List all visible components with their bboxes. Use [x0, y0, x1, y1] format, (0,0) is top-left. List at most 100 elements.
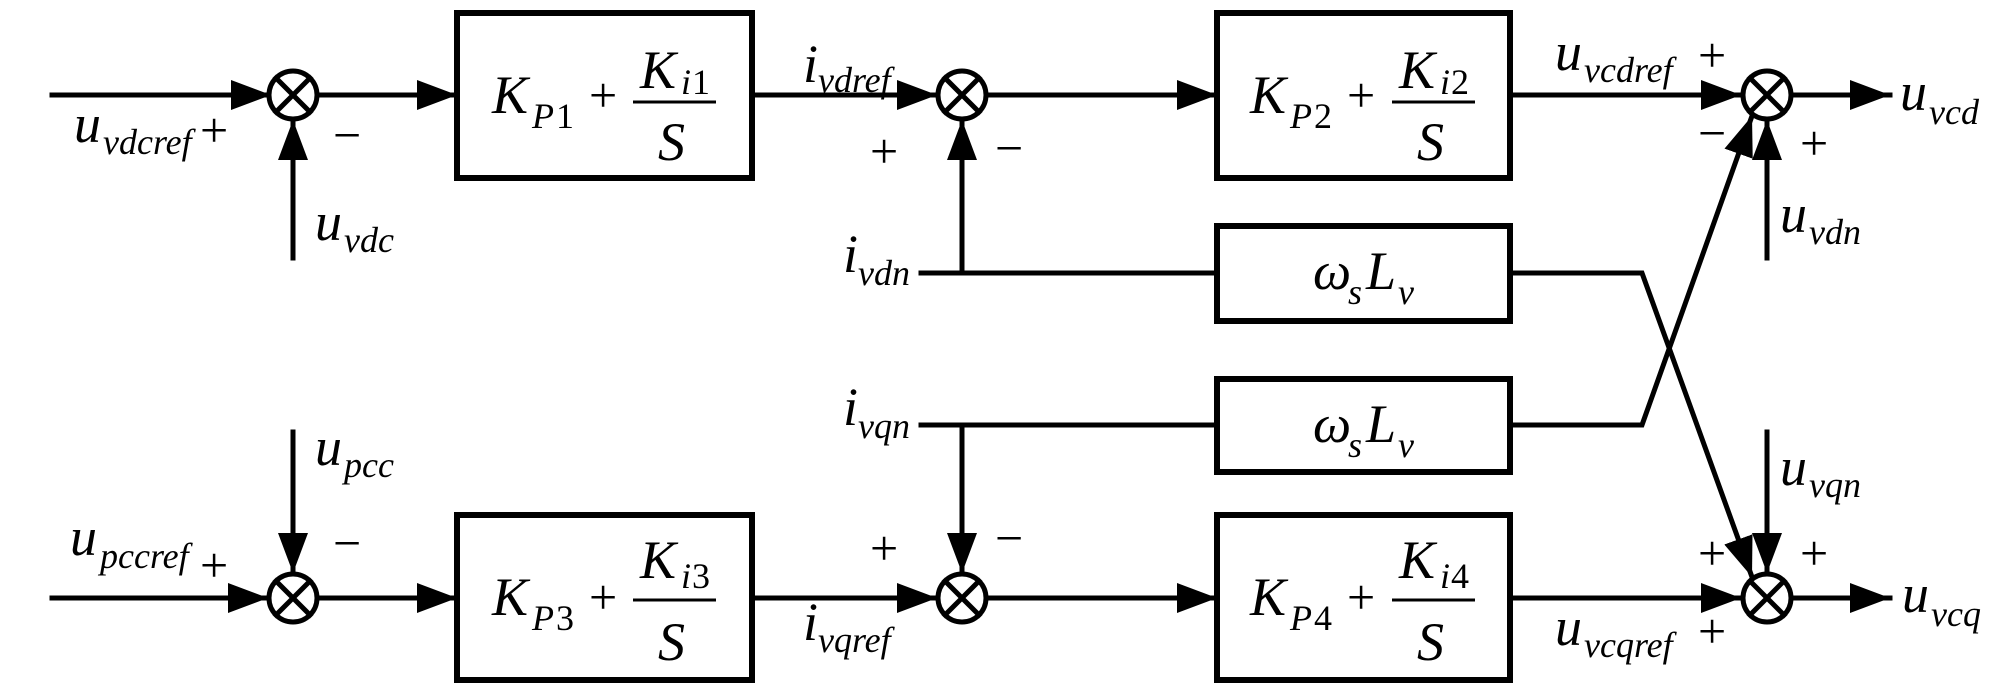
svg-text:u: u — [315, 417, 342, 477]
svg-text:i: i — [803, 34, 818, 94]
omega-symbol: ω — [1313, 394, 1351, 454]
sign-plus-sum6-bottom: + — [1698, 603, 1726, 659]
svg-text:u: u — [70, 507, 97, 567]
label-i-vdref: i vdref — [803, 34, 896, 100]
plus-sign: + — [1347, 569, 1375, 625]
kp-symbol: K — [1249, 567, 1289, 627]
sign-plus-sum6-top-right: + — [1800, 525, 1828, 581]
kp-subscript-number: 2 — [1314, 96, 1332, 136]
label-u-vqn: u vqn — [1780, 437, 1861, 505]
svg-text:vqn: vqn — [1809, 465, 1861, 505]
sign-plus-sum3-bottom-right: + — [1800, 115, 1828, 171]
svg-text:i: i — [803, 592, 818, 652]
ki-symbol: K — [1398, 40, 1438, 100]
label-i-vqn: i vqn — [843, 377, 910, 446]
laplace-s: S — [1417, 612, 1444, 672]
svg-text:u: u — [1555, 597, 1582, 657]
svg-text:vdc: vdc — [344, 220, 394, 260]
ki-symbol: K — [1398, 530, 1438, 590]
summing-junction-1 — [266, 68, 320, 122]
inductance-symbol: L — [1365, 394, 1396, 454]
kp-subscript-letter: P — [531, 96, 554, 136]
sign-plus-sum1-left: + — [200, 102, 228, 158]
inductance-symbol: L — [1365, 241, 1396, 301]
sign-minus-sum4-top: − — [333, 515, 361, 571]
label-u-vcqref: u vcqref — [1555, 597, 1678, 665]
label-u-vcq: u vcq — [1902, 564, 1981, 634]
kp-subscript-number: 4 — [1314, 598, 1332, 638]
svg-text:vqn: vqn — [858, 406, 910, 446]
svg-text:vcq: vcq — [1931, 594, 1981, 634]
coupling-block-q: ω s L v — [1214, 376, 1513, 475]
kp-subscript-letter: P — [1289, 96, 1312, 136]
label-u-pccref: u pccref — [70, 507, 194, 576]
svg-text:vcd: vcd — [1929, 92, 1980, 132]
sign-minus-sum1-bottom: − — [333, 107, 361, 163]
sign-plus-sum3-top: + — [1698, 27, 1726, 83]
ki-subscript-number: 1 — [692, 62, 710, 102]
svg-text:u: u — [315, 192, 342, 252]
kp-subscript-number: 1 — [556, 96, 574, 136]
label-u-vdcref: u vdcref — [74, 94, 197, 162]
svg-text:u: u — [1780, 437, 1807, 497]
label-u-vdn: u vdn — [1780, 184, 1861, 252]
svg-text:pcc: pcc — [341, 445, 394, 485]
sign-plus-sum5-left: + — [870, 520, 898, 576]
inductance-subscript: v — [1398, 272, 1414, 312]
svg-text:u: u — [1902, 564, 1929, 624]
label-u-pcc: u pcc — [315, 417, 394, 485]
sign-minus-sum3-bottom-left: − — [1698, 105, 1726, 161]
laplace-s: S — [658, 612, 685, 672]
ki-subscript-number: 4 — [1451, 556, 1469, 596]
plus-sign: + — [589, 569, 617, 625]
label-i-vdn: i vdn — [843, 224, 910, 293]
ki-subscript-letter: i — [1440, 556, 1450, 596]
kp-subscript-letter: P — [1289, 598, 1312, 638]
omega-symbol: ω — [1313, 241, 1351, 301]
label-u-vcdref: u vcdref — [1555, 22, 1678, 90]
svg-text:u: u — [1900, 62, 1927, 122]
kp-subscript-number: 3 — [556, 598, 574, 638]
label-i-vqref: i vqref — [803, 592, 896, 660]
summing-junction-6 — [1740, 571, 1794, 625]
coupling-block-d: ω s L v — [1214, 223, 1513, 324]
ki-symbol: K — [639, 530, 679, 590]
svg-text:vcdref: vcdref — [1584, 50, 1678, 90]
plus-sign: + — [1347, 67, 1375, 123]
sign-plus-sum6-top-left: + — [1698, 525, 1726, 581]
pi-controller-3: K P 3 + K i 3 S — [454, 512, 755, 683]
label-u-vdc: u vdc — [315, 192, 394, 260]
pi-controller-1: K P 1 + K i 1 S — [454, 10, 755, 181]
svg-text:i: i — [843, 224, 858, 284]
wire-coupling-d-to-q — [1507, 270, 1756, 581]
svg-text:u: u — [1555, 22, 1582, 82]
laplace-s: S — [658, 112, 685, 172]
svg-text:vdn: vdn — [858, 253, 910, 293]
summing-junction-2 — [935, 68, 989, 122]
omega-subscript: s — [1348, 425, 1362, 465]
wire-coupling-q-to-d — [1507, 112, 1756, 428]
svg-text:vdn: vdn — [1809, 212, 1861, 252]
ki-subscript-letter: i — [1440, 62, 1450, 102]
summing-junction-3 — [1740, 68, 1794, 122]
sign-plus-sum4-left: + — [200, 537, 228, 593]
svg-text:vqref: vqref — [818, 620, 896, 660]
svg-text:i: i — [843, 377, 858, 437]
omega-subscript: s — [1348, 272, 1362, 312]
svg-text:vdcref: vdcref — [103, 122, 197, 162]
ki-subscript-letter: i — [681, 556, 691, 596]
sign-minus-sum5-top: − — [995, 510, 1023, 566]
ki-subscript-number: 3 — [692, 556, 710, 596]
plus-sign: + — [589, 67, 617, 123]
svg-text:vcqref: vcqref — [1584, 625, 1678, 665]
ki-subscript-number: 2 — [1451, 62, 1469, 102]
sign-minus-sum2-bottom: − — [995, 120, 1023, 176]
ki-symbol: K — [639, 40, 679, 100]
kp-symbol: K — [491, 567, 531, 627]
ki-subscript-letter: i — [681, 62, 691, 102]
laplace-s: S — [1417, 112, 1444, 172]
pi-controller-4: K P 4 + K i 4 S — [1214, 512, 1513, 683]
svg-text:u: u — [74, 94, 101, 154]
kp-symbol: K — [1249, 65, 1289, 125]
